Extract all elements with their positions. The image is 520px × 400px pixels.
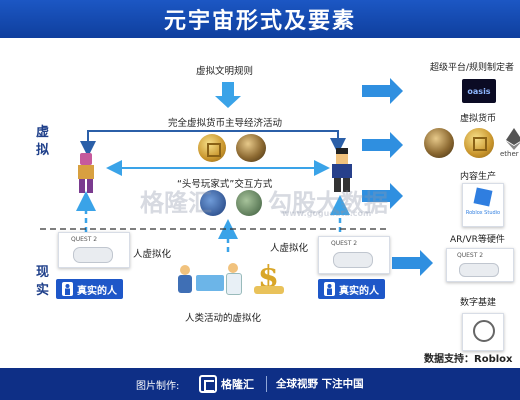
right-arrow-1 [362,78,403,104]
earth-icon [236,190,262,216]
watermark-slogan: 勾股大数据 [268,189,388,217]
footer-made-by: 图片制作: [136,381,180,392]
money-icon: $ [254,258,288,298]
gelonghui-logo-icon [199,375,217,393]
vr-headset-icon-right [333,252,373,268]
roblox-studio-icon [473,187,493,207]
pink-avatar-icon [76,153,96,195]
civilization-rules-label: 虚拟文明规则 [196,66,254,77]
hardware-headset-label: QUEST 2 [457,252,484,259]
hardware-headset-icon [459,263,499,277]
real-person-tag-left: 真实的人 [56,279,123,299]
right-arrow-3 [362,183,403,209]
roblox-studio-text: Roblox Studio [465,210,501,216]
globe-icon [200,190,226,216]
gold-coin-icon [236,134,266,162]
virtual-currency-label: 虚拟货币 [460,114,497,124]
vr-headset-card-right: QUEST 2 [318,236,390,274]
rules-down-arrow [215,82,241,108]
virtual-label-1: 虚 [36,125,50,140]
activity-virtualize-label: 人类活动的虚拟化 [185,313,262,324]
oasis-logo-text: oasis [467,86,491,96]
right-arrow-2 [362,132,403,158]
roblox-studio-card: Roblox Studio [462,183,504,227]
ethereum-text: ether [500,150,519,158]
footer-slogan: 全球视野 下注中国 [276,378,364,390]
vr-headset-icon [73,247,113,263]
robux-coin-icon [198,134,226,162]
real-person-tag-right: 真实的人 [318,279,385,299]
digital-infra-card [462,313,504,351]
content-production-label: 内容生产 [460,172,497,182]
watermark-brand: 格隆汇 [140,189,212,217]
super-platform-label: 超级平台/规则制定者 [430,63,515,73]
footer-brand: 格隆汇 [221,378,254,391]
title-bar: 元宇宙形式及要素 [0,0,520,38]
data-source-label: 数据支持：Roblox [424,354,513,365]
robux-coin-icon-right [464,128,494,158]
ethereum-logo: ether [500,128,520,162]
real-person-label-right: 真实的人 [339,285,379,297]
person-icon [62,282,73,296]
footer: 图片制作: 格隆汇 全球视野 下注中国 [0,368,520,400]
page-title: 元宇宙形式及要素 [163,9,356,34]
hardware-label: AR/VR等硬件 [450,235,505,245]
currency-coin-icon [424,128,454,158]
roblox-avatar-icon [330,148,354,194]
infra-sphere-icon [473,320,495,342]
real-label-2: 实 [36,283,50,298]
real-label-1: 现 [36,265,50,280]
meeting-illustration-icon [178,255,242,299]
headset-brand-label: QUEST 2 [71,236,98,243]
digital-infra-label: 数字基建 [460,298,497,308]
headset-brand-label-right: QUEST 2 [331,240,358,247]
hardware-card: QUEST 2 [446,248,514,282]
person-icon-right [324,282,335,296]
virtual-label-2: 拟 [36,143,50,158]
virtualize-right-label: 人虚拟化 [270,243,309,254]
right-arrow-4 [392,250,433,276]
virtualize-left-label: 人虚拟化 [133,249,172,260]
interaction-label: “头号玩家式”交互方式 [177,179,273,190]
watermark-url: www.gogudata.com [282,209,372,218]
ethereum-icon [506,128,520,150]
footer-divider [266,376,267,392]
vr-headset-card-left: QUEST 2 [58,232,130,268]
oasis-logo: oasis [462,79,496,103]
real-person-label-left: 真实的人 [77,285,117,297]
virtual-economy-label: 完全虚拟货币主导经济活动 [168,118,283,129]
